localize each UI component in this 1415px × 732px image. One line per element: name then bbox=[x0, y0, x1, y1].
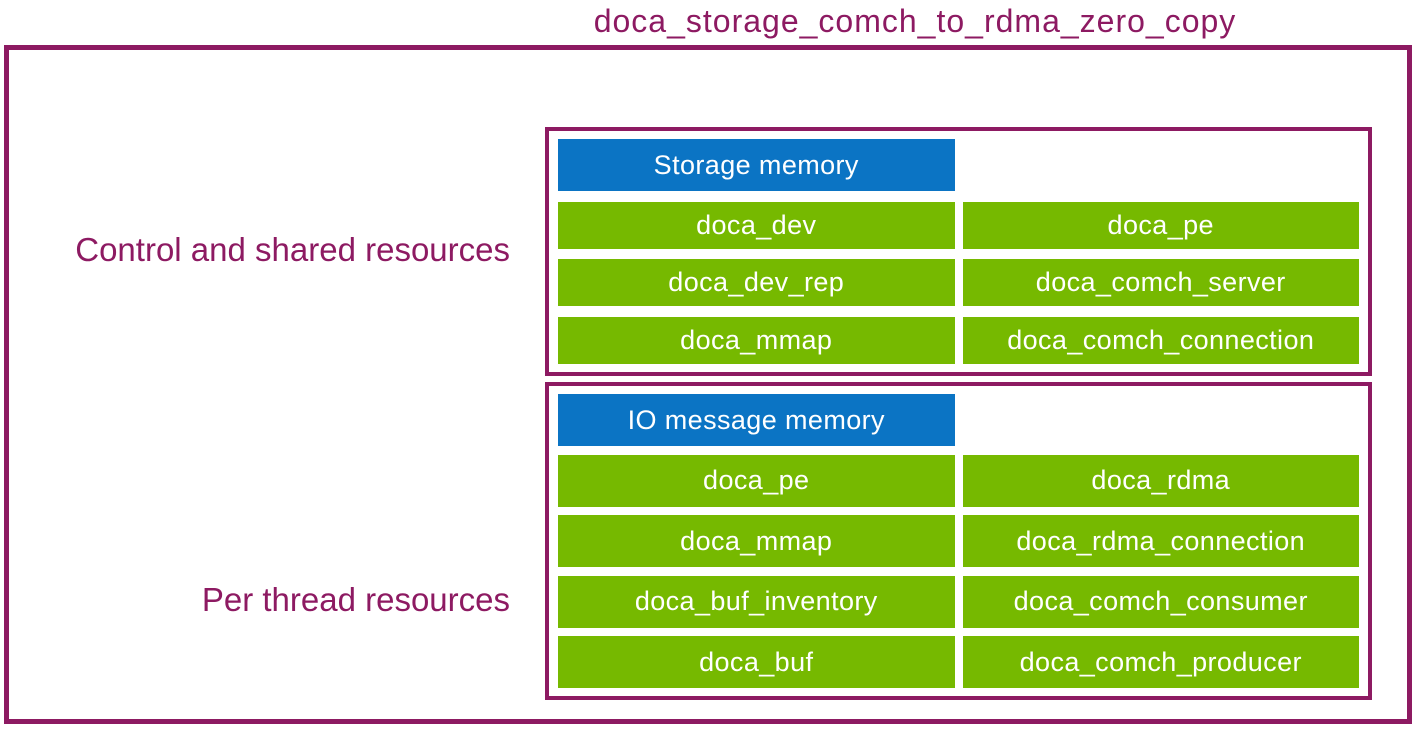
storage-memory-table: Storage memory doca_dev doca_pe doca_dev… bbox=[545, 127, 1372, 376]
table-row: doca_pe doca_rdma bbox=[558, 454, 1359, 507]
resource-cell-doca-comch-server: doca_comch_server bbox=[962, 259, 1359, 307]
section-label-per-thread: Per thread resources bbox=[201, 581, 510, 618]
resource-cell-doca-mmap: doca_mmap bbox=[558, 316, 955, 364]
resource-cell-doca-pe: doca_pe bbox=[558, 454, 955, 507]
section-label-control-shared: Control and shared resources bbox=[75, 231, 510, 268]
empty-header-spacer bbox=[963, 394, 1360, 446]
io-message-memory-table: IO message memory doca_pe doca_rdma doca… bbox=[545, 382, 1372, 700]
resource-cell-doca-comch-consumer: doca_comch_consumer bbox=[962, 575, 1359, 628]
table-header-row: Storage memory bbox=[558, 139, 1359, 191]
resource-cell-doca-mmap: doca_mmap bbox=[558, 515, 955, 567]
resource-cell-doca-dev: doca_dev bbox=[558, 201, 955, 249]
resource-cell-doca-pe: doca_pe bbox=[962, 201, 1359, 249]
io-message-memory-header-cell: IO message memory bbox=[558, 394, 955, 446]
table-row: doca_dev_rep doca_comch_server bbox=[558, 259, 1359, 307]
empty-header-spacer bbox=[963, 139, 1360, 191]
diagram-title: doca_storage_comch_to_rdma_zero_copy bbox=[593, 3, 1237, 39]
resource-cell-doca-dev-rep: doca_dev_rep bbox=[558, 259, 955, 307]
storage-memory-header-cell: Storage memory bbox=[558, 139, 955, 191]
resource-cell-doca-comch-connection: doca_comch_connection bbox=[962, 316, 1359, 364]
table-row: doca_mmap doca_comch_connection bbox=[558, 316, 1359, 364]
table-header-row: IO message memory bbox=[558, 394, 1359, 446]
resource-cell-doca-buf-inventory: doca_buf_inventory bbox=[558, 575, 955, 628]
table-row: doca_buf_inventory doca_comch_consumer bbox=[558, 575, 1359, 628]
resource-cell-doca-rdma-connection: doca_rdma_connection bbox=[962, 515, 1359, 567]
resource-cell-doca-buf: doca_buf bbox=[558, 636, 955, 688]
table-row: doca_dev doca_pe bbox=[558, 201, 1359, 249]
table-row: doca_buf doca_comch_producer bbox=[558, 636, 1359, 688]
resource-cell-doca-comch-producer: doca_comch_producer bbox=[962, 636, 1359, 688]
table-row: doca_mmap doca_rdma_connection bbox=[558, 515, 1359, 567]
resource-cell-doca-rdma: doca_rdma bbox=[962, 454, 1359, 507]
